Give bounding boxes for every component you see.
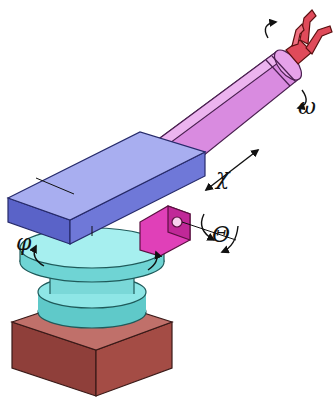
motion-label: φ xyxy=(16,232,31,254)
arm-housing xyxy=(8,132,205,244)
axis-line xyxy=(36,178,236,240)
motion-label: χ xyxy=(216,166,229,188)
motion-arrow xyxy=(34,22,306,270)
pivot-bracket xyxy=(140,206,190,256)
motion-label: ω xyxy=(298,96,316,118)
motion-label: Θ xyxy=(212,224,230,246)
gripper xyxy=(286,10,332,64)
